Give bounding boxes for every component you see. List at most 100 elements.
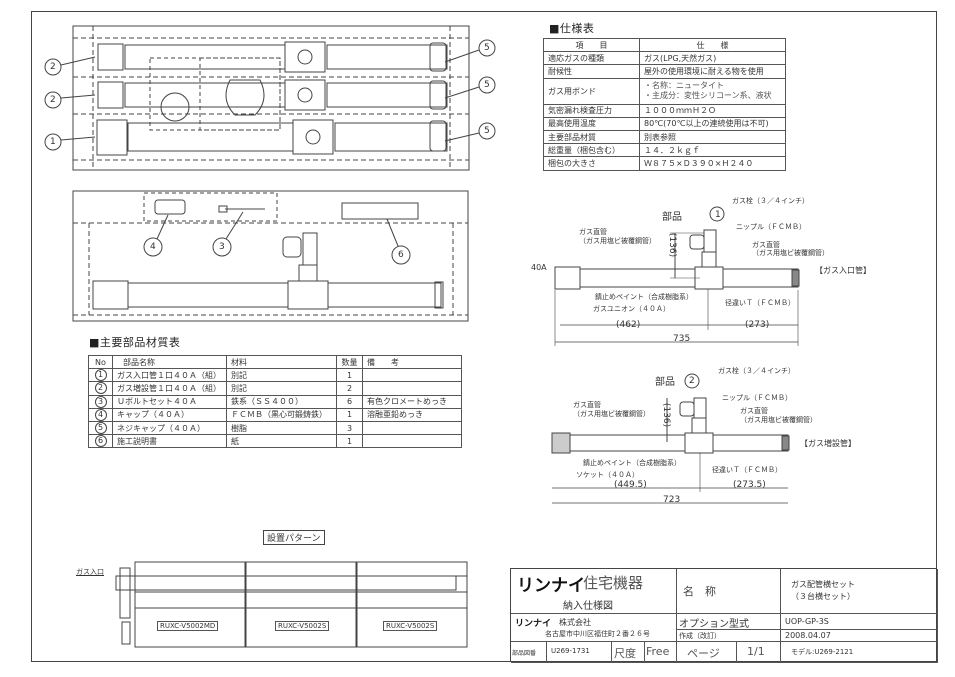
part2-title: 部品 bbox=[655, 377, 675, 388]
name-label: 名 称 bbox=[683, 585, 716, 598]
part-name: Ｕボルトセット４０Ａ bbox=[112, 394, 227, 409]
part2-dim-right: (273.5) bbox=[733, 480, 766, 490]
part-material: ＦＣＭＢ（黒心可鍛鋳鉄） bbox=[226, 407, 337, 422]
model-cell: モデル:U269-2121 bbox=[781, 642, 938, 663]
col-name: 部品名称 bbox=[112, 354, 227, 370]
spec-item: 気密漏れ検査圧力 bbox=[543, 103, 640, 118]
part1-gas-valve: ガス栓（３／４インチ） bbox=[732, 197, 809, 205]
page-label: ページ bbox=[687, 647, 720, 660]
part1-nipple: ニップル（ＦＣＭＢ） bbox=[736, 223, 806, 231]
table-row: 主要部品材質別表参照 bbox=[543, 129, 786, 145]
callout-lower-6: 6 bbox=[398, 250, 404, 260]
part-no: 4 bbox=[94, 408, 107, 421]
part-qty: 1 bbox=[336, 368, 363, 383]
brand-cell: リンナイ 住宅機器 納入仕様図 bbox=[511, 569, 677, 614]
part-drawing-value: U269-1731 bbox=[551, 647, 590, 655]
part-qty: 6 bbox=[336, 394, 363, 409]
col-no: No bbox=[88, 354, 113, 370]
created-label: 作成（改訂） bbox=[679, 632, 721, 640]
part-material: 別記 bbox=[226, 381, 337, 396]
table-row: ガス用ボンド・名称：ニュータイト・主成分：変性シリコーン系、液状 bbox=[543, 77, 786, 105]
part-no: 5 bbox=[94, 422, 107, 435]
callout-right-2: 5 bbox=[484, 80, 490, 90]
company-cell: リンナイ 株式会社 名古屋市中川区福住町２番２６号 bbox=[511, 614, 677, 642]
part2-socket: ソケット（４０Ａ） bbox=[576, 471, 639, 479]
name-value-cell: ガス配管横セット （３台横セット） bbox=[781, 569, 938, 614]
part-no: 1 bbox=[94, 369, 107, 382]
part1-pipe-right-sub: （ガス用塩ビ被覆鋼管） bbox=[752, 249, 829, 257]
created-value-cell: 2008.04.07 bbox=[781, 630, 938, 642]
callout-right-3: 5 bbox=[484, 126, 490, 136]
option-label: オプション型式 bbox=[679, 619, 749, 630]
part2-nipple: ニップル（ＦＣＭＢ） bbox=[722, 394, 792, 402]
spec-value: Ｗ８７５×Ｄ３９０×Ｈ２４０ bbox=[639, 156, 786, 171]
scale-value-cell: Free bbox=[645, 642, 677, 663]
callout-lower-3: 3 bbox=[219, 242, 225, 252]
parts-table-header: No 部品名称 材料 数量 備 考 bbox=[88, 354, 462, 370]
part2-pipe-left: ガス直管 bbox=[573, 401, 601, 409]
option-value: UOP-GP-3S bbox=[785, 617, 829, 626]
scale-value: Free bbox=[646, 645, 670, 658]
callout-right-1: 5 bbox=[484, 43, 490, 53]
part1-dim-total: 735 bbox=[673, 334, 691, 344]
col-item: 項 目 bbox=[543, 37, 640, 53]
part2-tee: 径違いＴ（ＦＣＭＢ） bbox=[712, 466, 782, 474]
brand-sub: 住宅機器 bbox=[583, 574, 644, 592]
spec-value: 屋外の使用環境に耐える物を使用 bbox=[639, 64, 786, 79]
unit-label-3: RUXC-V5002S bbox=[383, 621, 438, 631]
company-name: 株式会社 bbox=[559, 618, 591, 627]
part1-pipe-left: ガス直管 bbox=[579, 228, 607, 236]
part1-pipe-right: ガス直管 bbox=[752, 241, 780, 249]
callout-left-1: 2 bbox=[50, 62, 56, 72]
company-brand: リンナイ bbox=[515, 619, 552, 629]
part1-dim-height: (136) bbox=[667, 232, 678, 258]
col-spec: 仕 様 bbox=[639, 37, 786, 53]
part1-rust-paint: 錆止めペイント（合成樹脂系） bbox=[595, 293, 693, 301]
spec-value: 別表参照 bbox=[639, 129, 786, 145]
part-name: ネジキャップ（４０Ａ） bbox=[112, 420, 227, 436]
part2-rust-paint: 錆止めペイント（合成樹脂系） bbox=[583, 459, 681, 467]
part-qty: 1 bbox=[336, 407, 363, 422]
title-block: リンナイ 住宅機器 納入仕様図 名 称 ガス配管横セット （３台横セット） リン… bbox=[510, 568, 938, 663]
part-material: 樹脂 bbox=[226, 420, 337, 436]
part-qty: 2 bbox=[336, 381, 363, 396]
spec-item: ガス用ボンド bbox=[543, 77, 640, 105]
name-value-2: （３台横セット） bbox=[791, 592, 855, 601]
spec-table-header: 項 目 仕 様 bbox=[543, 37, 786, 53]
part2-dim-left: (449.5) bbox=[614, 480, 647, 490]
part-material: 鉄系（ＳＳ４００） bbox=[226, 394, 337, 409]
company-address: 名古屋市中川区福住町２番２６号 bbox=[545, 630, 650, 638]
drawing-frame bbox=[31, 11, 937, 662]
part2-dim-total: 723 bbox=[663, 495, 681, 505]
page-label-cell: ページ bbox=[677, 642, 737, 663]
table-row: 耐候性屋外の使用環境に耐える物を使用 bbox=[543, 64, 786, 79]
part2-type-label: 【ガス増設管】 bbox=[800, 439, 856, 448]
part1-union: ガスユニオン（４０Ａ） bbox=[593, 305, 670, 313]
spec-item: 最高使用温度 bbox=[543, 116, 640, 131]
part-note bbox=[362, 381, 462, 396]
part-name: 施工説明書 bbox=[112, 434, 227, 449]
part-no: 3 bbox=[94, 395, 107, 408]
packing-lower-view bbox=[72, 190, 469, 322]
part-qty: 3 bbox=[336, 420, 363, 436]
part-qty: 1 bbox=[336, 434, 363, 449]
part-note: 有色クロメートめっき bbox=[362, 394, 462, 409]
option-value-cell: UOP-GP-3S bbox=[781, 614, 938, 630]
part2-number: 2 bbox=[689, 376, 695, 386]
spec-value: １４．２ｋｇｆ bbox=[639, 143, 786, 158]
spec-table: 項 目 仕 様 適応ガスの種類ガス(LPG,天然ガス) 耐候性屋外の使用環境に耐… bbox=[543, 37, 786, 171]
packing-top-view bbox=[44, 25, 496, 171]
part-drawing-label-cell: 部品図番 bbox=[511, 642, 547, 663]
part2-pipe-right: ガス直管 bbox=[740, 407, 768, 415]
part2-dim-height: (136) bbox=[661, 402, 672, 428]
gas-inlet-label: ガス入口 bbox=[76, 568, 104, 576]
part-no: 6 bbox=[94, 435, 107, 448]
spec-table-title: ■仕様表 bbox=[549, 22, 595, 35]
install-pattern-title: 設置パターン bbox=[263, 530, 325, 545]
